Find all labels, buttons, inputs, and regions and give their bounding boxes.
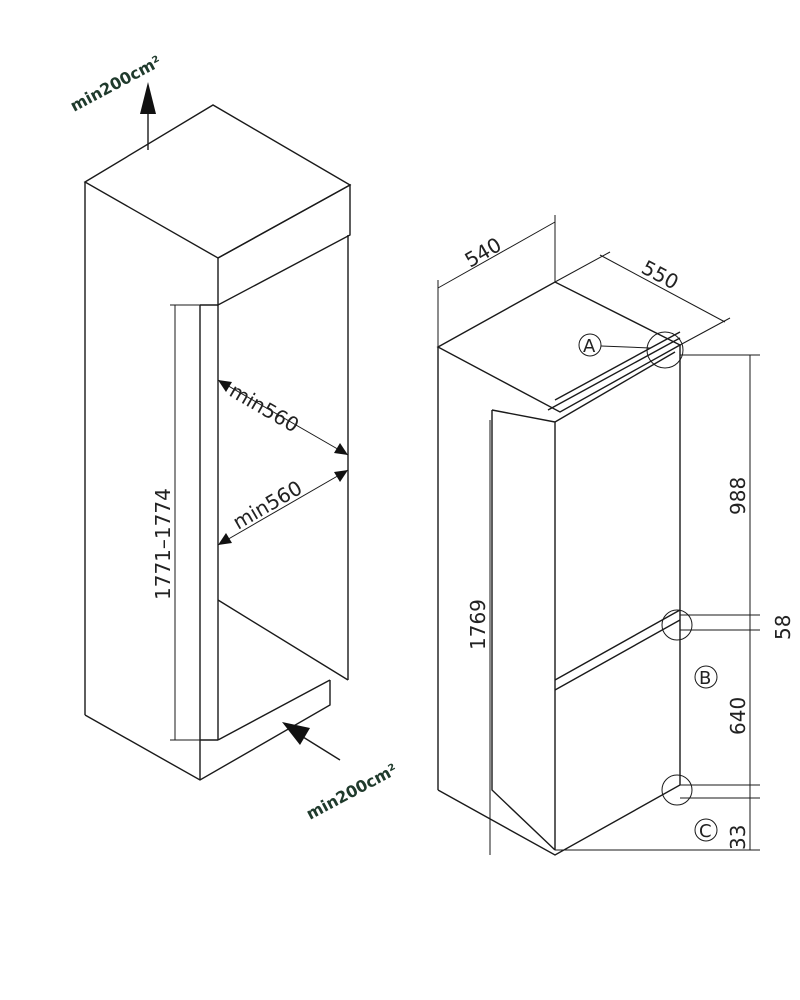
- niche-height-label: 1771–1774: [151, 488, 175, 600]
- vent-arrow-top: [140, 82, 156, 150]
- fridge-section-label: 988: [726, 477, 750, 515]
- bottom-label: 33: [726, 825, 750, 850]
- appliance-height-label: 1769: [466, 599, 490, 650]
- vent-arrow-bottom: [282, 722, 341, 761]
- marker-a-label: A: [583, 336, 596, 357]
- appliance-width-label: 540: [461, 232, 506, 272]
- niche-depth-upper-label: min560: [226, 379, 304, 438]
- freezer-section-label: 640: [726, 697, 750, 735]
- marker-c-label: C: [699, 821, 712, 842]
- marker-b-label: B: [699, 668, 711, 689]
- gap-label: 58: [771, 615, 795, 640]
- niche-cabinet: [83, 104, 352, 781]
- appliance-body: [436, 281, 682, 856]
- appliance-depth-label: 550: [638, 255, 683, 294]
- vent-bottom-label: min200cm²: [303, 760, 400, 824]
- marker-a: A: [578, 331, 684, 369]
- marker-c: C: [661, 774, 718, 842]
- dimension-lines: [437, 215, 760, 855]
- marker-b: B: [661, 609, 718, 689]
- niche-depth-lower-label: min560: [229, 476, 307, 535]
